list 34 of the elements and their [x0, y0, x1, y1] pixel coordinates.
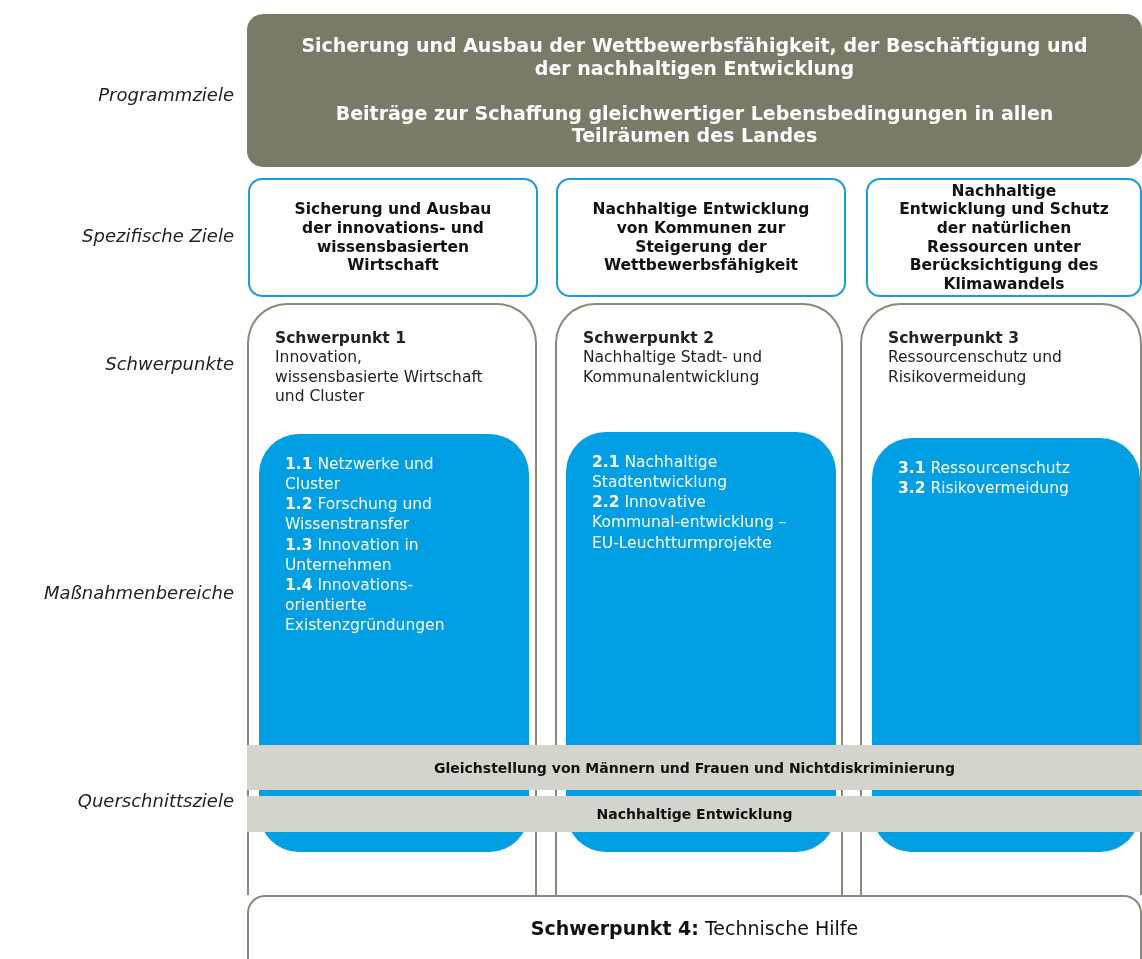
priority-description: Innovation, wissensbasierte Wirtschaft und Cluster — [275, 348, 484, 407]
measure-item: 3.2 Risikovermeidung — [898, 478, 1070, 499]
priority-text: Schwerpunkt 4: Technische Hilfe — [530, 917, 859, 941]
measure-item: 1.1 Netzwerke und Cluster — [285, 454, 435, 495]
cross-cutting-band — [247, 796, 1142, 832]
measure-item: 3.1 Ressourcenschutz — [898, 458, 1071, 479]
band-text: Nachhaltige Entwicklung — [596, 806, 793, 822]
goal-box — [866, 178, 1142, 297]
measure-item: 1.4 Innovations-orientierte Existenzgründungen — [285, 574, 446, 636]
goal-text: Nachhaltige Entwicklung und Schutz der natürlichen Ressourcen unter Berücksichtigung des Klimawandels — [898, 181, 1110, 294]
measure-item: 2.1 Nachhaltige Stadtentwicklung — [592, 452, 729, 493]
level-label: Querschnittsziele — [76, 790, 234, 811]
goal-box — [248, 178, 538, 297]
priority-heading: Schwerpunkt 1 — [275, 329, 407, 349]
level-label: Maßnahmenbereiche — [42, 582, 234, 603]
measure-item: 2.2 Innovative Kommunal-entwicklung – EU-Leuchtturmprojekte — [592, 492, 788, 553]
goal-text: Sicherung und Ausbau der innovations- und wissensbasierten Wirtschaft — [293, 200, 493, 275]
band-text: Gleichstellung von Männern und Frauen und Nichtdiskriminierung — [433, 759, 956, 776]
priority-description: Ressourcenschutz und Risikovermeidung — [888, 348, 1063, 388]
priority-heading: Schwerpunkt 2 — [583, 329, 715, 349]
measure-item: 1.3 Innovation in Unternehmen — [285, 534, 420, 575]
goal-banner — [247, 14, 1142, 167]
priority-description: Nachhaltige Stadt- und Kommunalentwicklung — [583, 348, 764, 388]
measure-item: 1.2 Forschung und Wissenstransfer — [285, 494, 433, 535]
level-label: Programmziele — [97, 84, 234, 105]
goal-text: Nachhaltige Entwicklung von Kommunen zur Steigerung der Wettbewerbsfähigkeit — [591, 200, 811, 275]
priority-heading: Schwerpunkt 3 — [888, 329, 1020, 349]
goal-text: Beiträge zur Schaffung gleichwertiger Lebensbedingungen in allen Teilräumen des Landes — [334, 101, 1055, 148]
goal-text: Sicherung und Ausbau der Wettbewerbsfähigkeit, der Beschäftigung und der nachhaltigen Entwicklung — [300, 33, 1089, 80]
level-label: Spezifische Ziele — [81, 225, 234, 246]
cross-cutting-band — [247, 745, 1142, 790]
goal-box — [556, 178, 846, 297]
priority-banner — [247, 895, 1142, 959]
level-label: Schwerpunkte — [104, 353, 234, 374]
